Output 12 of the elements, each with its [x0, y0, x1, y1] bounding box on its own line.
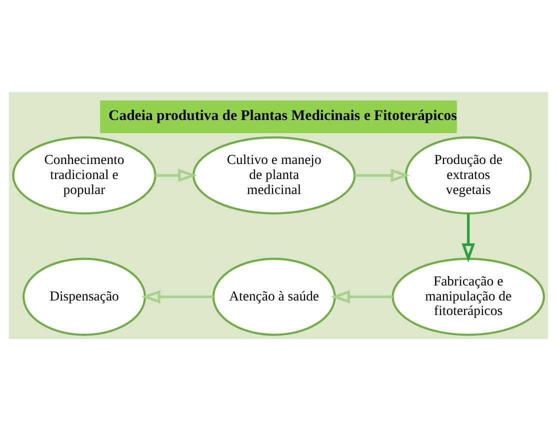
- arrow: [330, 290, 393, 303]
- diagram-title: Cadeia produtiva de Plantas Medicinais e Fitoterápicos: [108, 108, 457, 124]
- arrow: [354, 168, 410, 182]
- node-ellipse: Atenção à saúde: [212, 257, 336, 336]
- node-ellipse: Fabricação e manipulação de fitoterápicos: [392, 257, 545, 336]
- node-ellipse: Produção de extratos vegetais: [404, 136, 532, 214]
- node-ellipse: Conhecimento tradicional e popular: [12, 136, 156, 214]
- node-ellipse: Cultivo e manejo de planta medicinal: [192, 136, 356, 214]
- node-ellipse: Dispensação: [22, 257, 146, 336]
- arrow: [462, 213, 475, 262]
- arrow: [141, 290, 214, 303]
- arrow: [156, 168, 198, 182]
